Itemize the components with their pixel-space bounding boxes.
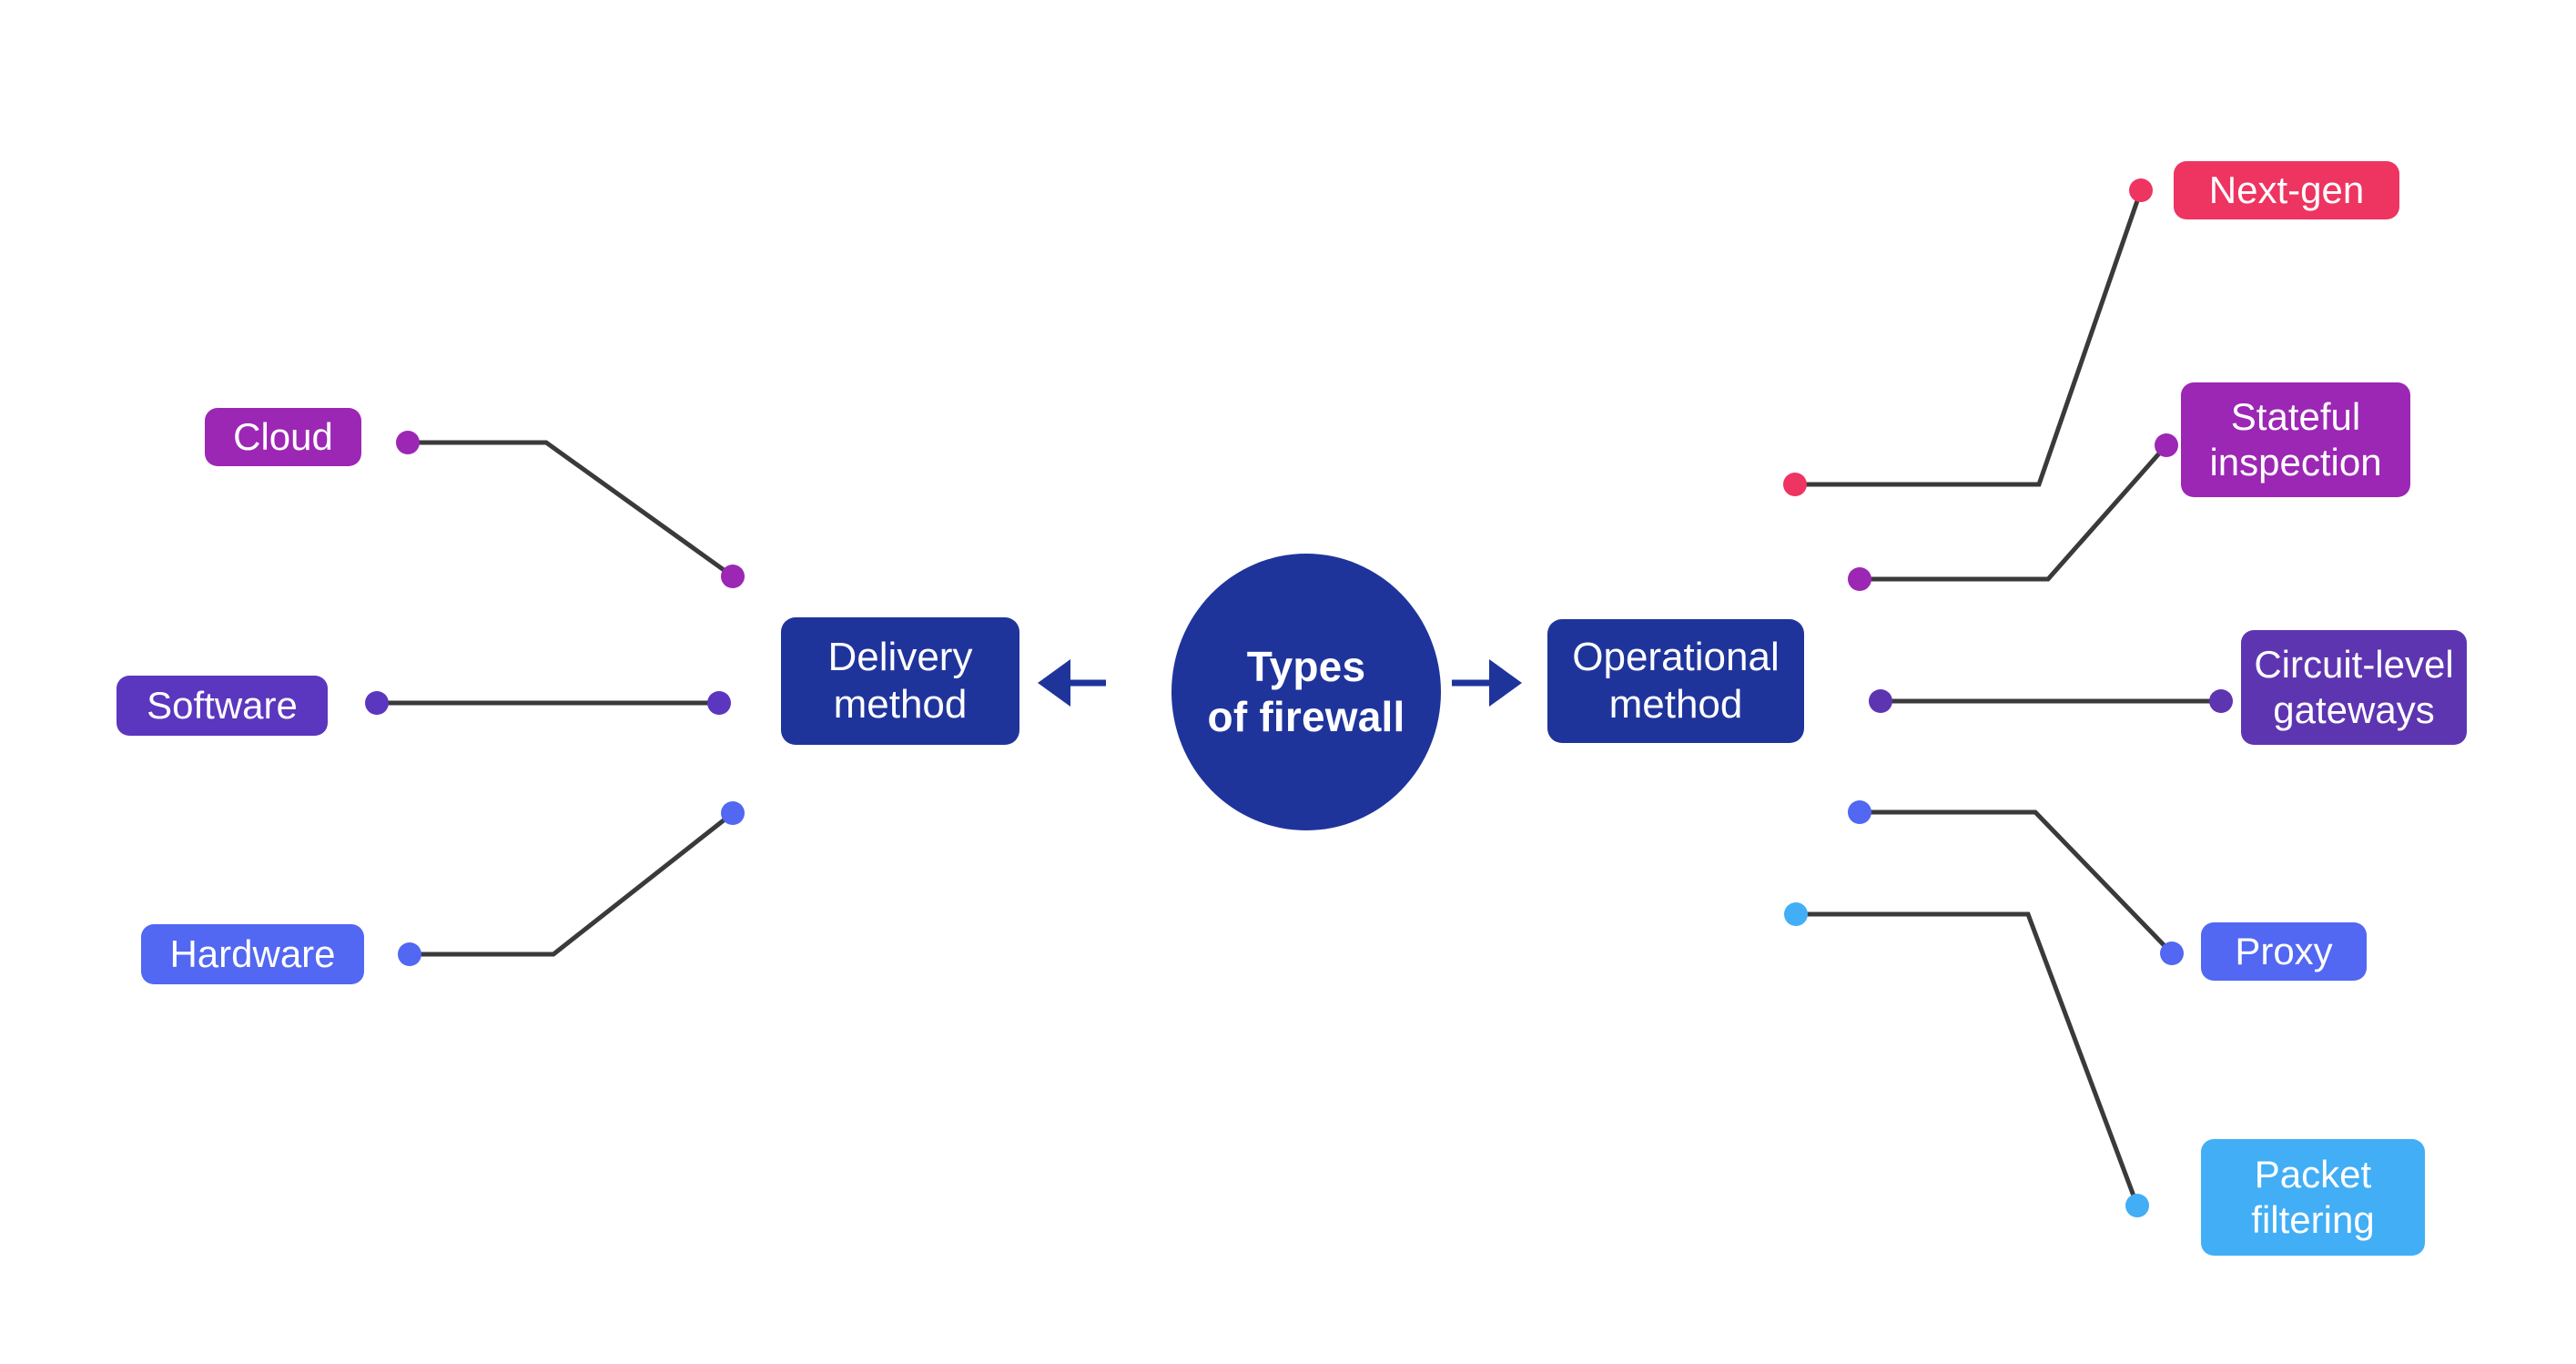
- branch-node-delivery-method[interactable]: Delivery method: [781, 617, 1019, 745]
- connector-dot-stateful-inspection-near: [1848, 567, 1871, 591]
- connector-dot-hardware-near: [398, 942, 421, 966]
- connector-cloud: [408, 440, 735, 579]
- connector-dot-stateful-inspection-far: [2155, 433, 2178, 457]
- leaf-node-stateful-inspection[interactable]: Stateful inspection: [2181, 382, 2410, 497]
- connector-hardware: [410, 811, 735, 957]
- connector-dot-circuit-level-gateways-near: [1869, 689, 1892, 713]
- connector-dot-software-near: [365, 691, 389, 715]
- connector-dot-software-far: [707, 691, 731, 715]
- arrow-right: [1452, 659, 1522, 707]
- leaf-node-circuit-level-gateways[interactable]: Circuit-level gateways: [2241, 630, 2467, 745]
- connector-next-gen: [1795, 189, 2144, 487]
- connector-dot-circuit-level-gateways-far: [2209, 689, 2233, 713]
- connector-dot-cloud-far: [721, 565, 745, 588]
- connector-dot-proxy-far: [2160, 942, 2184, 965]
- connector-dot-cloud-near: [396, 431, 420, 454]
- center-node-types-of-firewall[interactable]: Types of firewall: [1171, 554, 1441, 830]
- connector-dot-packet-filtering-near: [1784, 902, 1808, 926]
- leaf-node-hardware[interactable]: Hardware: [141, 924, 364, 984]
- connector-packet-filtering: [1796, 911, 2140, 1206]
- connector-dot-packet-filtering-far: [2125, 1194, 2149, 1217]
- arrow-left: [1038, 659, 1106, 707]
- connector-dot-hardware-far: [721, 801, 745, 825]
- leaf-node-software[interactable]: Software: [117, 676, 328, 736]
- leaf-node-next-gen[interactable]: Next-gen: [2174, 161, 2399, 219]
- leaf-node-proxy[interactable]: Proxy: [2201, 922, 2367, 981]
- leaf-node-cloud[interactable]: Cloud: [205, 408, 361, 466]
- connector-stateful-inspection: [1860, 443, 2168, 582]
- branch-node-operational-method[interactable]: Operational method: [1547, 619, 1804, 743]
- connector-dot-next-gen-near: [1783, 473, 1807, 496]
- connector-dot-next-gen-far: [2129, 178, 2153, 202]
- connector-dot-proxy-near: [1848, 800, 1871, 824]
- connector-proxy: [1860, 809, 2174, 955]
- leaf-node-packet-filtering[interactable]: Packet filtering: [2201, 1139, 2425, 1256]
